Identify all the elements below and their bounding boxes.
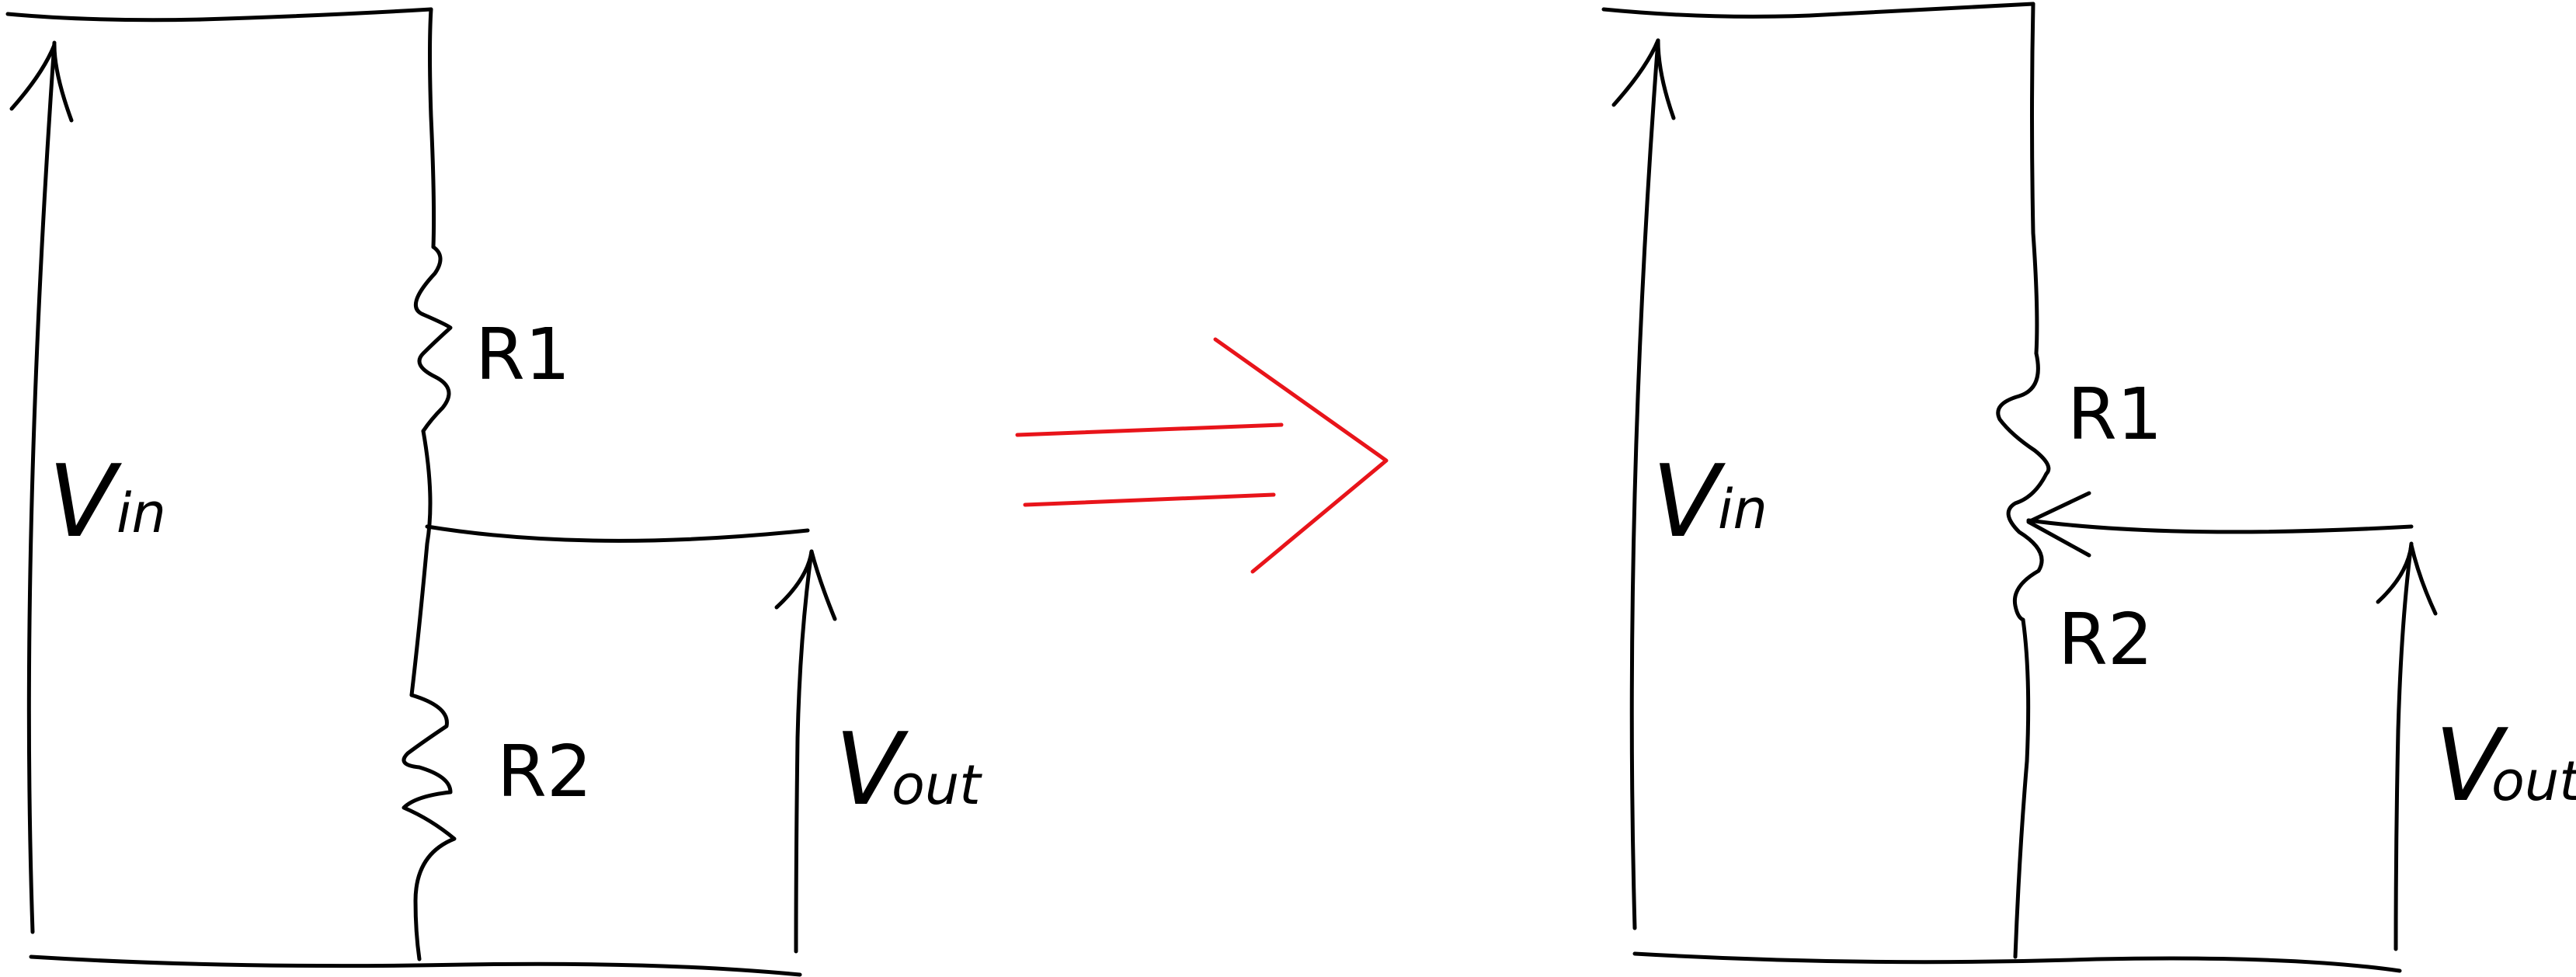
right-r1-label: R1 [2067, 373, 2162, 456]
implies-arrow [1015, 337, 1389, 574]
right-vin-arrow-shaft [1629, 38, 1660, 930]
right-vout-label-v: V [2435, 708, 2508, 824]
left-resistor-r2 [402, 693, 457, 961]
left-output-tap-wire [425, 524, 810, 543]
left-circuit: R1 R2 V in V out [5, 7, 982, 977]
right-circuit: R1 R2 V in V out [1601, 2, 2576, 973]
right-lower-vertical-wire [2013, 617, 2031, 959]
right-top-wire [1601, 2, 2035, 19]
right-wiper-wire [2026, 518, 2414, 534]
left-vout-label-v: V [835, 712, 909, 828]
left-vout-label-sub: out [892, 753, 982, 817]
implies-upper-bar [1015, 422, 1284, 437]
implies-head [1213, 337, 1389, 574]
right-bottom-wire [1632, 951, 2402, 973]
right-vout-arrowhead [2376, 543, 2438, 616]
right-r2-label: R2 [2058, 598, 2153, 681]
left-vin-arrow-shaft [26, 40, 57, 934]
right-wiper-arrowhead [2026, 491, 2091, 558]
left-vin-label-v: V [48, 444, 122, 560]
left-resistor-r1 [414, 245, 453, 433]
left-top-wire [5, 7, 433, 23]
left-r2-label: R2 [497, 730, 592, 813]
left-vout-arrowhead [774, 549, 837, 621]
right-vout-arrow-shaft [2393, 541, 2414, 951]
right-vout-label-sub: out [2491, 749, 2576, 813]
left-r1-label: R1 [475, 313, 570, 396]
left-vout-arrow-shaft [794, 549, 814, 954]
left-vin-arrowhead [9, 43, 74, 123]
left-middle-wire [409, 429, 433, 697]
left-vin-label-sub: in [116, 482, 166, 545]
right-potentiometer-resistor [1996, 351, 2051, 622]
right-vin-arrowhead [1611, 38, 1676, 120]
right-vin-label-v: V [1652, 444, 1726, 560]
right-vertical-wire-to-pot [2030, 2, 2039, 356]
implies-lower-bar [1023, 492, 1276, 507]
right-vin-label-sub: in [1718, 478, 1768, 541]
left-bottom-wire [29, 954, 802, 977]
left-vertical-wire-to-r1 [428, 7, 436, 249]
